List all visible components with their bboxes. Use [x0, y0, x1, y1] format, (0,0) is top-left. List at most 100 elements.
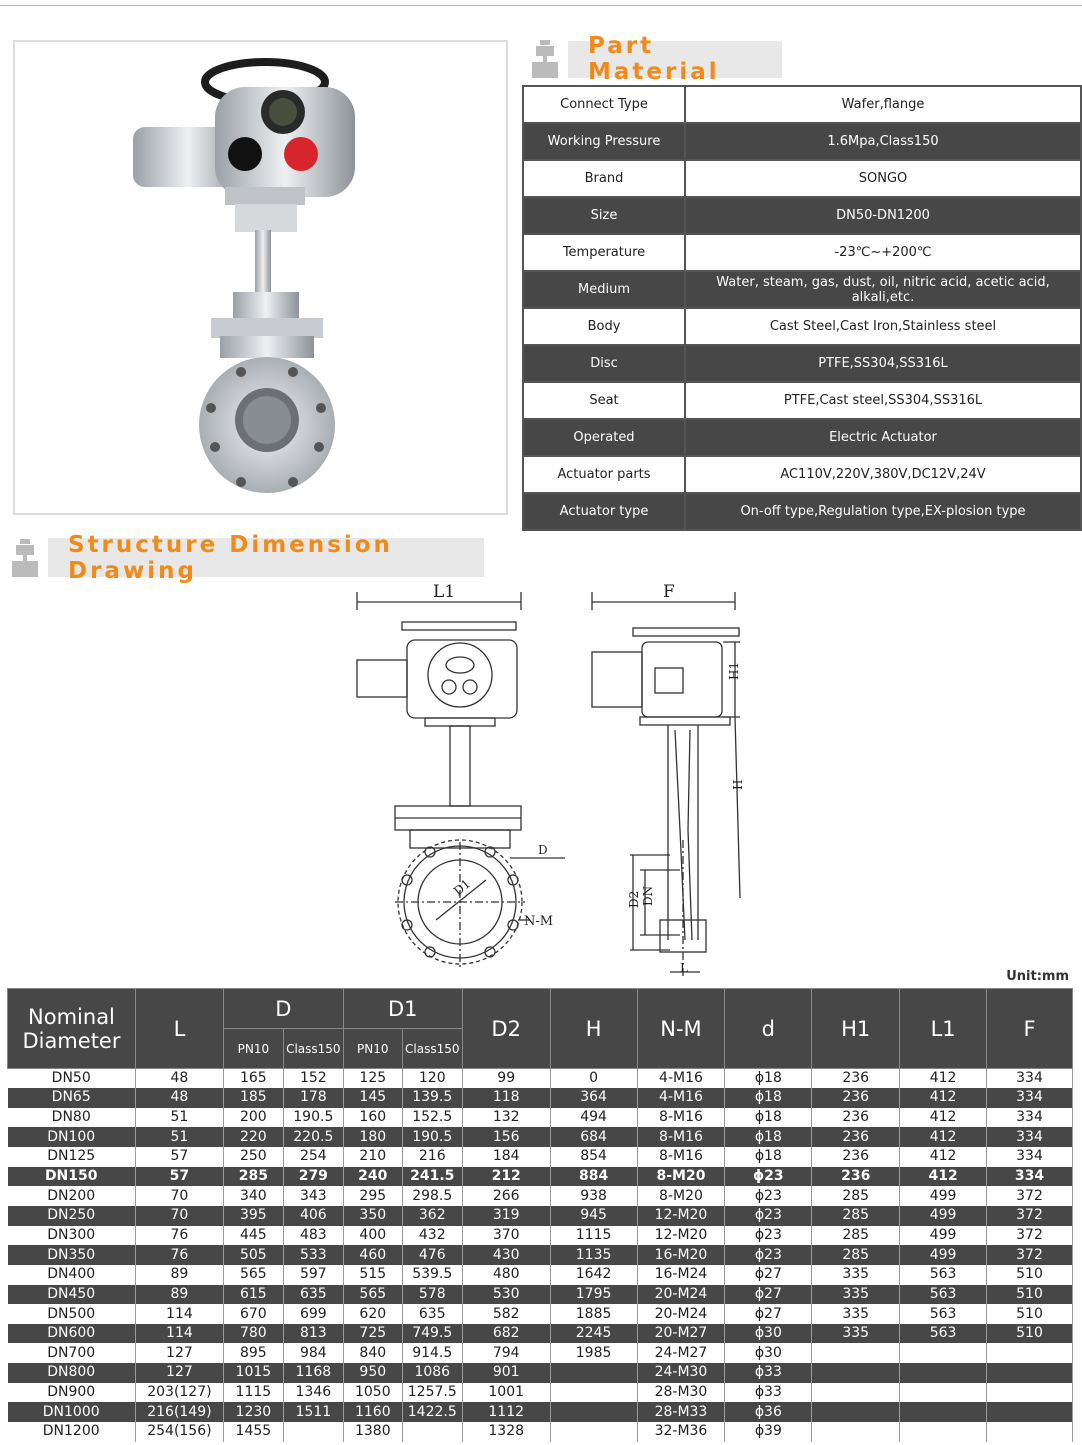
cell-nominal-diameter: DN450 [7, 1284, 136, 1305]
cell-d2: 184 [462, 1147, 551, 1167]
cell-d2: 480 [462, 1264, 551, 1285]
cell-d-class150: 343 [283, 1186, 344, 1206]
cell-nm: 20-M24 [637, 1284, 726, 1305]
cell-d-class150: 813 [283, 1323, 344, 1344]
cell-h: 938 [550, 1186, 638, 1206]
cell-d1-class150: 1086 [402, 1363, 463, 1383]
cell-bolt-hole: ϕ18 [724, 1127, 813, 1148]
cell-bolt-hole: ϕ23 [724, 1186, 813, 1206]
cell-d-pn10: 615 [223, 1284, 284, 1305]
product-photo [13, 40, 508, 515]
cell-h [550, 1402, 638, 1423]
cell-d1-class150: 120 [402, 1068, 463, 1089]
cell-bolt-hole: ϕ23 [724, 1245, 813, 1265]
cell-d-pn10: 505 [223, 1245, 284, 1265]
material-key: Size [522, 196, 686, 235]
cell-d1-class150: 1422.5 [402, 1402, 463, 1423]
cell-h: 684 [550, 1127, 638, 1148]
cell-h1: 285 [811, 1205, 901, 1226]
cell-h: 2245 [550, 1323, 638, 1344]
cell-d2: 530 [462, 1284, 551, 1305]
cell-d-class150: 1511 [283, 1402, 344, 1423]
cell-f: 510 [986, 1284, 1073, 1305]
cell-d-class150: 406 [283, 1205, 344, 1226]
cell-d-pn10: 445 [223, 1225, 284, 1246]
label-f: F [663, 582, 675, 602]
cell-d1-class150: 216 [402, 1147, 463, 1167]
cell-d2: 370 [462, 1225, 551, 1246]
header-d2: D2 [461, 988, 551, 1069]
cell-nominal-diameter: DN1200 [7, 1422, 136, 1442]
cell-nm: 16-M24 [637, 1264, 726, 1285]
cell-d1-pn10: 240 [343, 1166, 403, 1187]
material-value: -23℃~+200℃ [684, 233, 1082, 272]
header-d1-pn10: PN10 [342, 1028, 403, 1069]
cell-h1: 236 [811, 1147, 901, 1167]
cell-d1-pn10: 295 [343, 1186, 403, 1206]
cell-nominal-diameter: DN125 [7, 1147, 136, 1167]
material-value: Wafer,flange [684, 85, 1082, 124]
cell-d-class150: 254 [283, 1147, 344, 1167]
header-d1: D1 [342, 988, 463, 1029]
cell-h1: 236 [811, 1088, 901, 1108]
material-key: Connect Type [522, 85, 686, 124]
header-nominal-diameter: Nominal Diameter [7, 988, 136, 1069]
header-d-pn10: PN10 [222, 1028, 284, 1069]
cell-d-class150: 279 [283, 1166, 344, 1187]
part-material-header: Part Material [532, 33, 782, 85]
cell-bolt-hole: ϕ27 [724, 1264, 813, 1285]
header-l1: L1 [899, 988, 988, 1069]
cell-l: 216(149) [135, 1402, 224, 1423]
cell-d1-pn10: 565 [343, 1284, 403, 1305]
cell-nm: 20-M27 [637, 1323, 726, 1344]
header-d-class150: Class150 [282, 1028, 344, 1069]
cell-h [550, 1363, 638, 1383]
cell-d-class150: 152 [283, 1068, 344, 1089]
cell-l: 76 [135, 1245, 224, 1265]
cell-h1: 335 [811, 1284, 901, 1305]
cell-h: 1115 [550, 1225, 638, 1246]
cell-l: 89 [135, 1264, 224, 1285]
cell-nominal-diameter: DN900 [7, 1382, 136, 1403]
cell-d2: 212 [462, 1166, 551, 1187]
cell-l1: 563 [899, 1304, 988, 1324]
cell-d-pn10: 1230 [223, 1402, 284, 1423]
cell-d-class150: 1346 [283, 1382, 344, 1403]
cell-h: 854 [550, 1147, 638, 1167]
material-key: Actuator parts [522, 455, 686, 494]
cell-d-class150: 597 [283, 1264, 344, 1285]
cell-nm: 4-M16 [637, 1088, 726, 1108]
cell-nm: 8-M16 [637, 1107, 726, 1128]
cell-d2: 156 [462, 1127, 551, 1148]
cell-d1-pn10: 620 [343, 1304, 403, 1324]
cell-bolt-hole: ϕ27 [724, 1304, 813, 1324]
cell-d-pn10: 185 [223, 1088, 284, 1108]
cell-d2: 99 [462, 1068, 551, 1089]
cell-d1-class150: 241.5 [402, 1166, 463, 1187]
material-value: Electric Actuator [684, 418, 1082, 457]
header-bolt-hole: d [724, 988, 813, 1069]
cell-nm: 16-M20 [637, 1245, 726, 1265]
header-f: F [986, 988, 1073, 1069]
label-d2: D2 [627, 891, 641, 908]
cell-f: 334 [986, 1147, 1073, 1167]
cell-l: 51 [135, 1107, 224, 1128]
unit-label: Unit:mm [1006, 969, 1069, 984]
material-value: PTFE,SS304,SS316L [684, 344, 1082, 383]
cell-d-pn10: 285 [223, 1166, 284, 1187]
label-d: D [538, 843, 548, 857]
cell-h1: 285 [811, 1245, 901, 1265]
cell-d2: 682 [462, 1323, 551, 1344]
